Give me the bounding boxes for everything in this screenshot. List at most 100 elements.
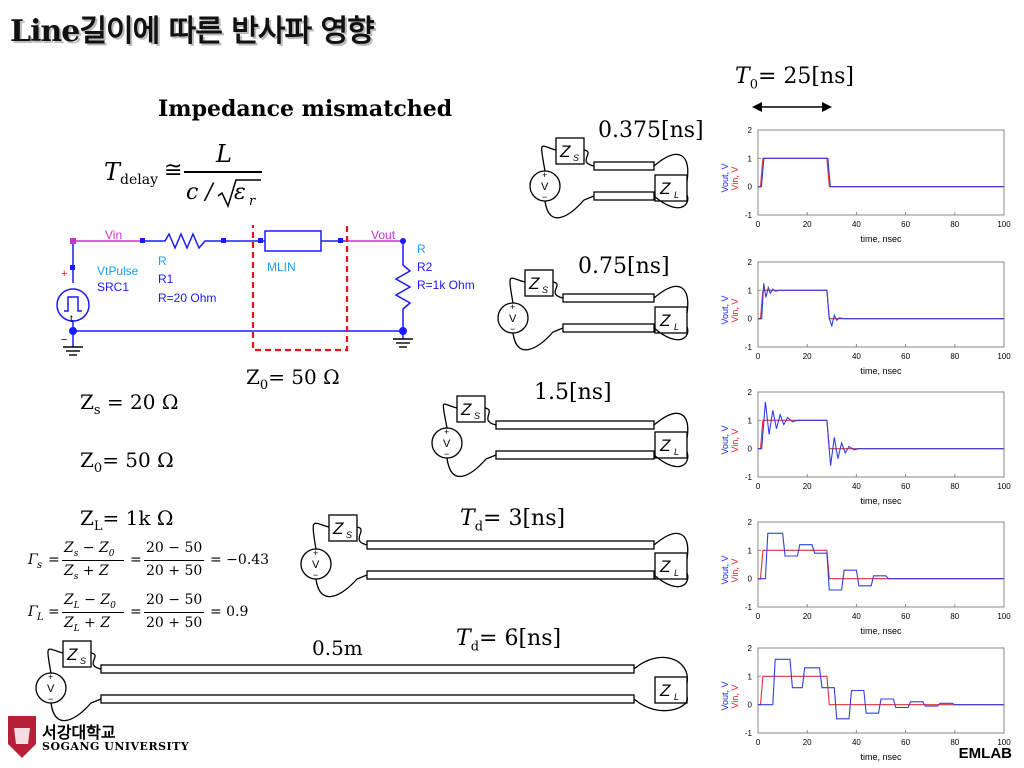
gamma-s-equation: Γ s = Zs − Z0 Zs + Z = 20 − 50 20 + 50 =… (28, 540, 270, 582)
z0p-subscript: 0 (93, 461, 103, 476)
y-tick-label: -1 (745, 343, 753, 352)
gl-num-values: 20 − 50 (146, 592, 203, 608)
wire (544, 195, 595, 219)
node-dot (399, 327, 407, 335)
zs-value: = 20 Ω (100, 390, 179, 414)
zs-subscript: s (93, 403, 101, 418)
gl-num-sub2: 0 (110, 600, 116, 611)
t0-label: T0= 25[ns] (735, 64, 854, 92)
wire (442, 403, 458, 429)
y-axis-label-blue: Vout, V (720, 681, 730, 710)
t0-subscript: 0 (749, 77, 758, 93)
line1-delay-unit: [ns] (660, 118, 704, 143)
x-tick-label: 40 (852, 738, 861, 747)
logo-korean: 서강대학교 (42, 723, 116, 742)
wire (356, 526, 368, 546)
param-zl: ZL= 1k Ω (80, 506, 173, 534)
z0p-symbol: Z (80, 448, 94, 472)
y-tick-label: 0 (748, 445, 753, 454)
x-tick-label: 100 (997, 738, 1011, 747)
r1-resistor (143, 232, 223, 250)
y-tick-label: 1 (748, 416, 753, 425)
wire (446, 454, 497, 478)
label-r1-type: R (158, 254, 167, 268)
x-tick-label: 20 (803, 738, 812, 747)
source-label: V (541, 181, 549, 193)
formula-lhs-sub: delay (120, 172, 158, 188)
wire (653, 326, 689, 341)
zs-subscript: S (573, 153, 579, 163)
line4-delay-value: = 3 (483, 506, 523, 531)
zs-box (62, 640, 92, 668)
label-vout: Vout (371, 228, 396, 242)
y-axis-label-red: Vin, V (730, 685, 740, 709)
y-tick-label: 2 (748, 258, 753, 267)
zs-box (524, 269, 554, 297)
z0-subscript: 0 (259, 378, 269, 393)
line2-delay: 0.75[ns] (578, 254, 670, 279)
wire (653, 572, 689, 588)
gamma-l-sub: L (37, 612, 44, 623)
gamma-s-sub: s (37, 560, 43, 571)
plot-frame (757, 129, 1005, 216)
university-seal-icon (8, 716, 36, 758)
zl-label: Z (659, 557, 671, 576)
gs-den-z: Z (64, 563, 74, 579)
line5-delay: Td= 6[ns] (456, 626, 561, 654)
zs-label: Z (332, 519, 344, 538)
y-axis-label-blue: Vout, V (720, 295, 730, 324)
x-tick-label: 0 (756, 612, 761, 621)
formula-denominator: c / (186, 180, 213, 205)
plot-frame (757, 647, 1005, 734)
param-zs: Zs = 20 Ω (80, 390, 178, 418)
y-axis-label-blue: Vout, V (720, 555, 730, 584)
y-tick-label: 0 (748, 183, 753, 192)
x-tick-label: 40 (852, 612, 861, 621)
wire (50, 698, 102, 722)
zl-label: Z (659, 681, 671, 700)
gl-den-sub: L (73, 623, 80, 634)
pulse-source (56, 288, 90, 322)
zl-subscript: L (674, 568, 679, 578)
label-r2-value: R=1k Ohm (417, 278, 475, 292)
circuit-schematic: Vin Vout VtPulse SRC1 R R1 R=20 Ohm MLIN… (56, 225, 475, 356)
gl-num-sub1: L (73, 600, 80, 611)
t0-symbol: T (735, 64, 750, 89)
zs-subscript: S (542, 285, 548, 295)
gl-den-values: 20 + 50 (146, 615, 203, 631)
x-axis-label: time, nsec (860, 752, 902, 762)
delay-formula: T delay ≅ L c / ε r (104, 140, 274, 212)
wire (90, 652, 102, 670)
zl-label: Z (659, 311, 671, 330)
line5-delay-value: = 6 (479, 626, 519, 651)
x-tick-label: 40 (852, 482, 861, 491)
source-label: V (443, 438, 451, 450)
line-top-conductor (562, 293, 655, 303)
wire (315, 574, 368, 598)
y-tick-label: 0 (748, 701, 753, 710)
zs-box (328, 514, 358, 542)
x-axis-label: time, nsec (860, 626, 902, 636)
x-tick-label: 60 (901, 612, 910, 621)
y-tick-label: 1 (748, 286, 753, 295)
y-tick-label: -1 (745, 211, 753, 220)
zs-label: Z (66, 645, 78, 664)
gs-num-z: Z (64, 540, 74, 556)
y-tick-label: -1 (745, 603, 753, 612)
x-tick-label: 0 (756, 482, 761, 491)
x-axis-label: time, nsec (860, 366, 902, 376)
line4-delay: Td= 3[ns] (460, 506, 565, 534)
logo-english: SOGANG UNIVERSITY (42, 740, 190, 753)
series-line (758, 658, 1004, 720)
label-mlin: MLIN (267, 260, 296, 274)
wire (653, 451, 689, 468)
title-korean: 길이에 따른 반사파 영향 (79, 14, 374, 49)
x-tick-label: 20 (803, 352, 812, 361)
wire (484, 407, 497, 426)
zl-box (654, 676, 688, 704)
